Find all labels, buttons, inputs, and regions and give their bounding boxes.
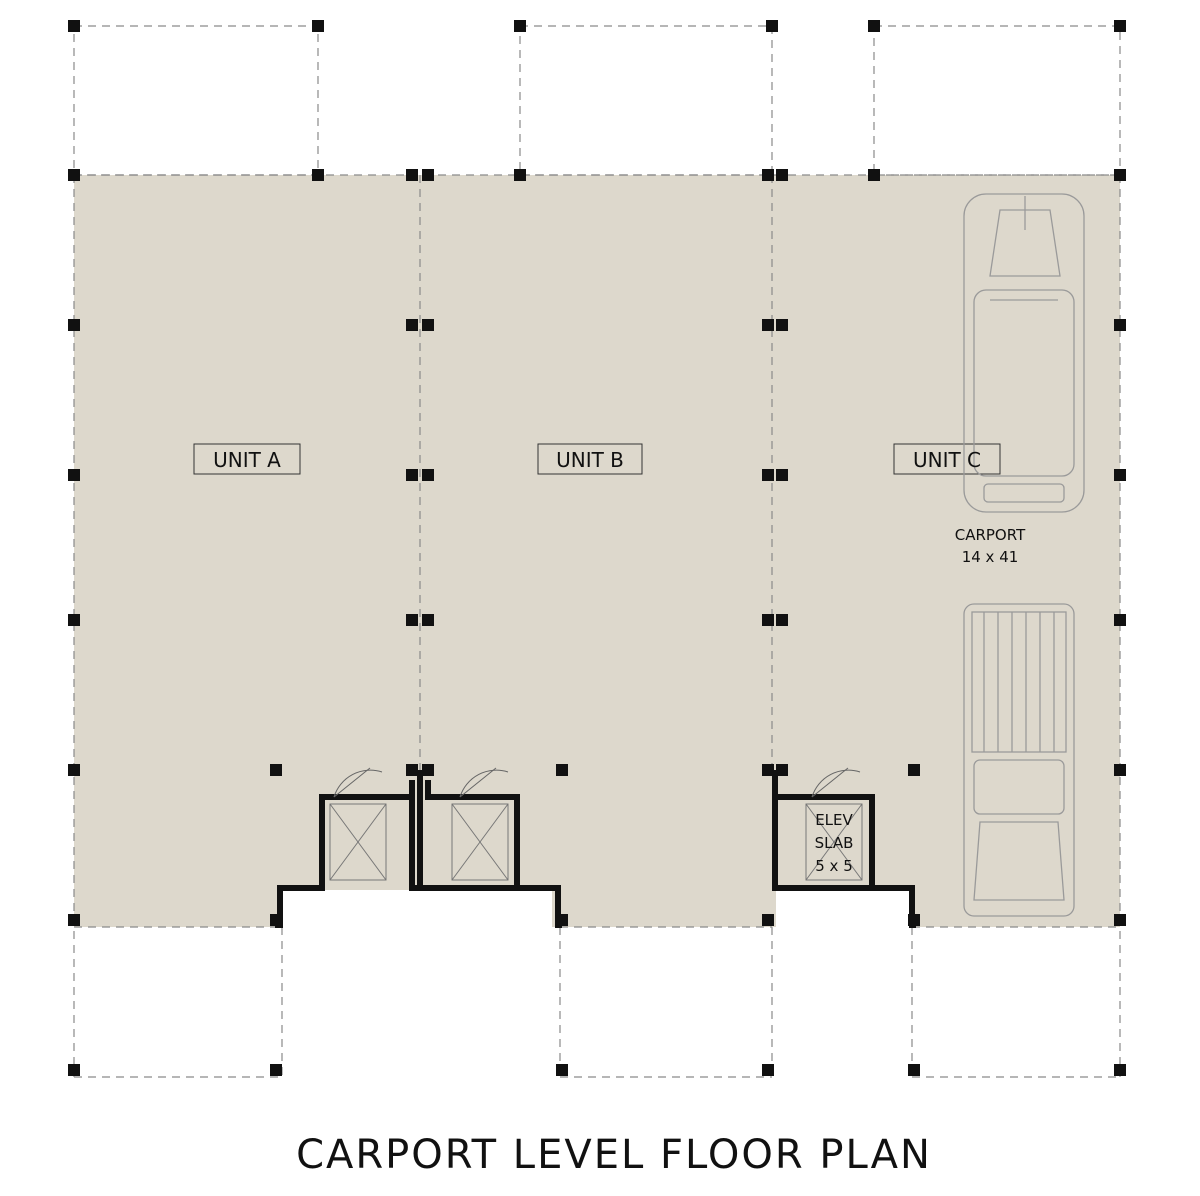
post-marker <box>868 20 880 32</box>
post-marker <box>68 169 80 181</box>
post-marker <box>776 614 788 626</box>
post-marker <box>776 764 788 776</box>
unit-c-label-box <box>893 443 1001 475</box>
post-marker <box>1114 614 1126 626</box>
unit-a-label: UNIT A <box>213 448 281 472</box>
post-marker <box>68 20 80 32</box>
post-marker <box>766 20 778 32</box>
post-marker <box>422 169 434 181</box>
elevator-label-line1: ELEV <box>815 811 853 829</box>
post-marker <box>406 169 418 181</box>
support-posts <box>68 20 1126 1076</box>
post-marker <box>1114 914 1126 926</box>
carport-size: 14 x 41 <box>962 548 1019 566</box>
post-marker <box>422 319 434 331</box>
elevator-shaft-a <box>329 803 387 881</box>
post-marker <box>762 1064 774 1076</box>
post-marker <box>68 764 80 776</box>
post-marker <box>1114 1064 1126 1076</box>
post-marker <box>1114 20 1126 32</box>
post-marker <box>908 1064 920 1076</box>
post-marker <box>68 1064 80 1076</box>
post-marker <box>68 614 80 626</box>
elevator-shaft-c <box>805 803 863 881</box>
unit-b-label: UNIT B <box>556 448 624 472</box>
post-marker <box>868 169 880 181</box>
elevator-label-line2: SLAB <box>815 834 854 852</box>
post-marker <box>1114 319 1126 331</box>
unit-b-label-box <box>537 443 643 475</box>
post-marker <box>908 914 920 926</box>
carport-label: CARPORT <box>955 526 1026 544</box>
unit-c-label: UNIT C <box>913 448 981 472</box>
post-marker <box>1114 469 1126 481</box>
post-marker <box>762 319 774 331</box>
post-marker <box>406 319 418 331</box>
post-marker <box>68 469 80 481</box>
door-swings <box>333 767 861 798</box>
post-marker <box>776 469 788 481</box>
car-icon <box>963 193 1085 513</box>
post-marker <box>68 319 80 331</box>
post-marker <box>556 764 568 776</box>
post-marker <box>422 764 434 776</box>
post-marker <box>312 169 324 181</box>
post-marker <box>422 614 434 626</box>
post-marker <box>762 764 774 776</box>
page-title: CARPORT LEVEL FLOOR PLAN <box>296 1132 932 1178</box>
post-marker <box>270 764 282 776</box>
elevator-label-line3: 5 x 5 <box>815 857 853 875</box>
post-marker <box>514 169 526 181</box>
post-marker <box>406 469 418 481</box>
post-marker <box>1114 169 1126 181</box>
post-marker <box>422 469 434 481</box>
upper-deck-outlines <box>73 25 1121 176</box>
post-marker <box>776 319 788 331</box>
post-marker <box>270 914 282 926</box>
post-marker <box>1114 764 1126 776</box>
post-marker <box>556 1064 568 1076</box>
post-marker <box>762 614 774 626</box>
post-marker <box>908 764 920 776</box>
post-marker <box>762 469 774 481</box>
post-marker <box>556 914 568 926</box>
post-marker <box>776 169 788 181</box>
elevator-shaft-b <box>451 803 509 881</box>
post-marker <box>762 169 774 181</box>
post-marker <box>270 1064 282 1076</box>
post-marker <box>312 20 324 32</box>
post-marker <box>514 20 526 32</box>
unit-a-label-box <box>193 443 301 475</box>
pickup-truck-icon <box>963 603 1075 917</box>
post-marker <box>68 914 80 926</box>
post-marker <box>406 764 418 776</box>
post-marker <box>762 914 774 926</box>
post-marker <box>406 614 418 626</box>
